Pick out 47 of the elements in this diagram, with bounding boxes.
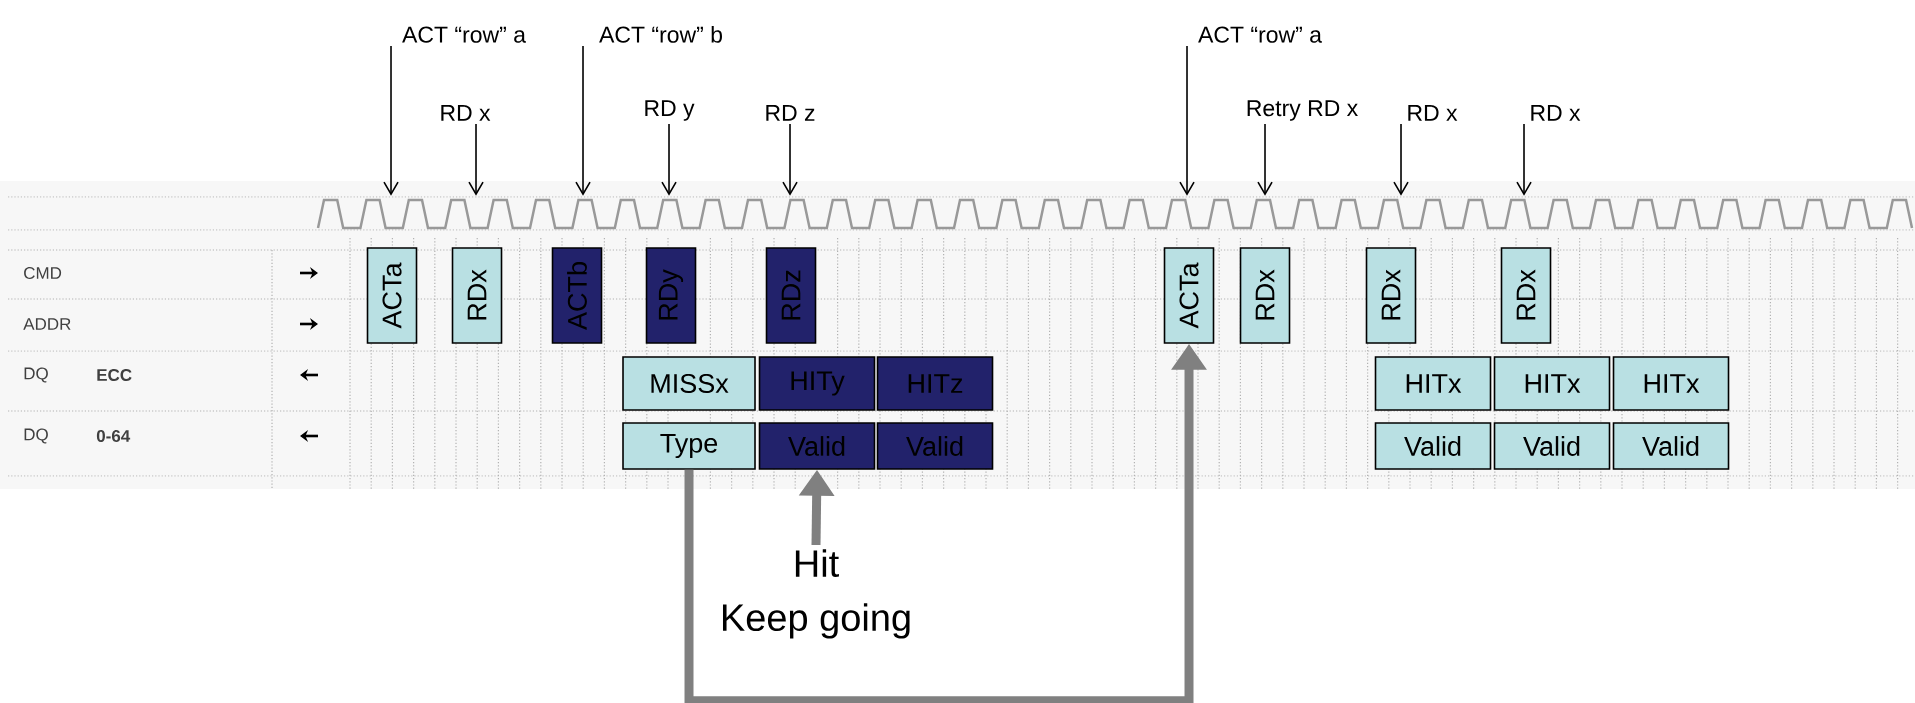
arrow [1179,45,1195,196]
command-box: RDy [645,247,697,344]
command-label: RD z [766,104,815,121]
data-box: Type [622,422,756,470]
arrow [1257,123,1273,196]
data-box: HITx [1612,356,1730,411]
data-box: Valid [1612,422,1730,470]
row-label: ECC [97,368,132,381]
command-box: RDx [451,247,503,344]
clock-waveform [316,198,1914,230]
command-box: ACTa [366,247,418,344]
command-box: RDx [1239,247,1291,344]
data-box: Valid [876,422,994,470]
command-label: RD y [645,100,695,121]
command-box: RDz [765,247,817,344]
command-box: ACTa [1163,247,1215,344]
arrow [1393,123,1409,196]
command-box: ACTb [551,247,603,344]
row-label: DQ [24,367,48,383]
command-label: Retry RD x [1247,100,1358,121]
arrow [782,123,798,196]
arrow [468,123,484,196]
data-box: Valid [1493,422,1611,470]
data-box: HITx [1374,356,1492,411]
row-label: CMD [24,266,62,279]
data-box: Valid [1374,422,1492,470]
arrow [1516,123,1532,196]
command-label: RD x [441,104,491,121]
command-label: RD x [1408,104,1458,121]
command-box: RDx [1365,247,1417,344]
note-text: Hit Keep going [723,549,910,639]
arrow [383,45,399,196]
data-box: HITx [1493,356,1611,411]
command-label: ACT “row” a [1198,26,1322,43]
command-box: RDx [1500,247,1552,344]
command-label: ACT “row” b [599,25,722,43]
data-box: HITy [758,356,876,411]
arrow [661,123,677,196]
row-label: 0-64 [96,429,131,442]
data-box: HITz [876,356,994,411]
command-label: RD x [1531,104,1581,121]
data-box: Valid [758,422,876,470]
command-label: ACT “row” a [402,26,526,43]
row-label: ADDR [23,318,71,330]
arrow [575,45,591,196]
data-box: MISSx [622,356,756,411]
row-label: DQ [24,428,48,444]
